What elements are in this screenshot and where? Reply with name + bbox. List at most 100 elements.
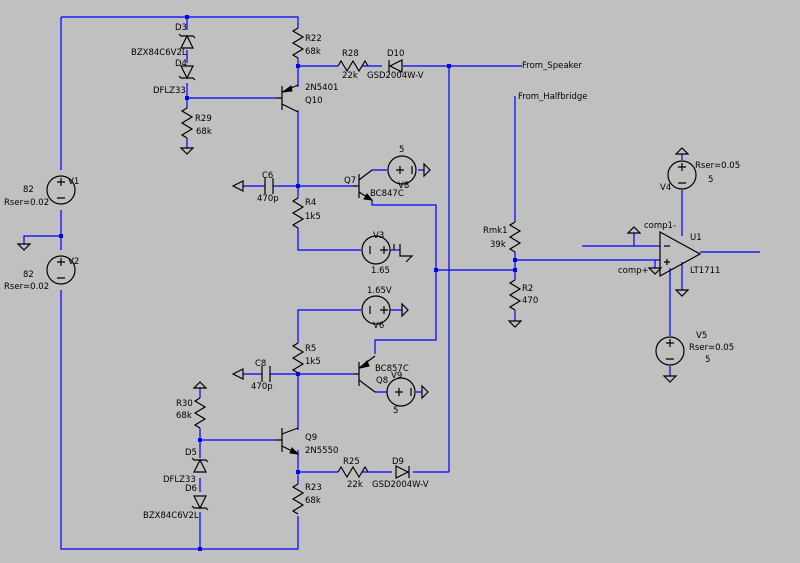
label-d4: D4 [175, 59, 187, 69]
resistor-r30 [193, 397, 207, 429]
label-c6-val: 470p [257, 194, 279, 204]
ground-icon [192, 381, 208, 389]
label-r2: R2 [522, 284, 533, 294]
label-r25: R25 [343, 457, 360, 467]
label-c8: C8 [255, 359, 266, 369]
label-d5: D5 [185, 448, 197, 458]
label-u1-part: LT1711 [690, 266, 720, 276]
ground-icon [507, 320, 523, 328]
diode-d6 [191, 495, 209, 511]
label-v1-val: 82 [23, 185, 34, 195]
transistor-q8 [353, 355, 376, 393]
label-v9: V9 [391, 371, 402, 381]
resistor-r4 [291, 197, 305, 229]
label-comp1-minus: comp1- [644, 221, 676, 231]
label-d10-part: GSD2004W-V [367, 71, 424, 81]
label-rmk1-val: 39k [490, 240, 506, 250]
label-u1: U1 [690, 233, 702, 243]
label-d6: D6 [185, 484, 197, 494]
label-q7: Q7 [344, 176, 356, 186]
comparator-u1 [659, 230, 702, 278]
label-r22: R22 [305, 34, 322, 44]
label-q7-part: BC847C [370, 189, 404, 199]
label-d6-part: BZX84C6V2L [143, 511, 199, 521]
diode-d3 [178, 33, 196, 49]
resistor-r2 [508, 279, 522, 311]
label-r4: R4 [305, 198, 316, 208]
wires [23, 16, 760, 550]
label-r30: R30 [176, 399, 193, 409]
ground-icon [674, 147, 690, 155]
ground-icon [401, 302, 409, 318]
label-v5-val: 5 [705, 355, 710, 365]
label-r23: R23 [305, 483, 322, 493]
label-q8-part: BC857C [375, 364, 409, 374]
ground-icon [179, 147, 195, 155]
ground-icon [626, 226, 642, 234]
label-v5: V5 [696, 331, 707, 341]
capacitor-c8 [261, 366, 271, 382]
label-r23-val: 68k [305, 496, 321, 506]
label-d6-part-top: DFLZ33 [163, 475, 196, 485]
source-v2 [46, 255, 76, 285]
label-v3: V3 [373, 231, 384, 241]
resistors [180, 27, 522, 515]
diodes [178, 33, 410, 511]
io-ports [231, 180, 244, 380]
capacitors [261, 178, 274, 382]
transistor-q9 [276, 427, 300, 455]
label-from-speaker: From_Speaker [522, 61, 582, 71]
label-v3-val: 1.65 [371, 266, 390, 276]
label-v4: V4 [660, 183, 671, 193]
source-v9 [386, 377, 416, 407]
source-v4 [667, 160, 697, 190]
ground-icon [674, 289, 690, 297]
label-d9: D9 [392, 457, 404, 467]
source-v6 [361, 295, 391, 325]
ground-icon [662, 375, 678, 383]
label-r22-val: 68k [305, 47, 321, 57]
label-r29: R29 [195, 114, 212, 124]
label-d3-part: BZX84C6V2L [131, 48, 187, 58]
resistor-r28 [337, 59, 369, 73]
label-v2-val: 82 [23, 270, 34, 280]
label-r28: R28 [342, 49, 359, 59]
resistor-rmk1 [508, 221, 522, 253]
label-q9-part: 2N5550 [305, 446, 338, 456]
resistor-r23 [291, 483, 305, 515]
label-d10: D10 [387, 49, 404, 59]
ground-icon [421, 384, 429, 400]
label-r5-val: 1k5 [305, 357, 321, 367]
label-from-halfbridge: From_Halfbridge [518, 92, 588, 102]
label-d4-part: DFLZ33 [153, 86, 186, 96]
label-r25-val: 22k [347, 480, 363, 490]
label-v6: V6 [373, 321, 384, 331]
grounds [16, 147, 690, 400]
label-comp-plus: comp+ [618, 266, 649, 276]
resistor-r29 [180, 107, 194, 139]
label-c6: C6 [262, 171, 273, 181]
label-q10-part: 2N5401 [305, 83, 338, 93]
label-v4-rser: Rser=0.05 [695, 161, 740, 171]
source-v3 [361, 235, 391, 265]
label-v1-rser: Rser=0.02 [4, 198, 49, 208]
junction-dots [59, 15, 517, 551]
resistor-r22 [291, 27, 305, 59]
transistor-q10 [276, 84, 299, 113]
label-v8-top: 5 [399, 145, 404, 155]
label-r28-val: 22k [342, 71, 358, 81]
label-v1: V1 [68, 177, 79, 187]
diode-d10 [388, 59, 403, 73]
resistor-r5 [291, 342, 305, 374]
source-v8 [387, 155, 417, 185]
label-r30-val: 68k [176, 411, 192, 421]
voltage-sources [46, 155, 697, 407]
label-rmk1: Rmk1 [483, 226, 508, 236]
label-r29-val: 68k [196, 127, 212, 137]
source-v5 [655, 336, 685, 366]
label-r2-val: 470 [522, 296, 538, 306]
label-q10: Q10 [305, 96, 323, 106]
label-d9-part: GSD2004W-V [372, 480, 429, 490]
label-v8: V8 [398, 181, 409, 191]
